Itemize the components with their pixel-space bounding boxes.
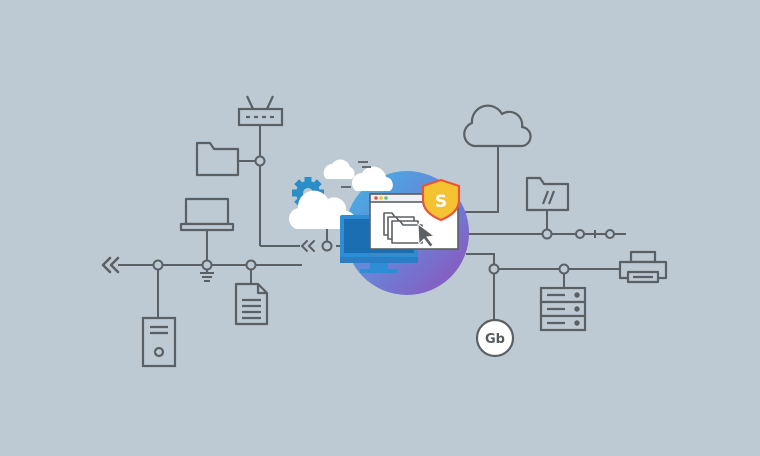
central-hub: S xyxy=(289,159,469,295)
junction-dots xyxy=(152,155,615,275)
folder-slash-icon xyxy=(525,176,570,212)
double-chevron-left-icon xyxy=(300,240,315,252)
junction-dot xyxy=(558,263,570,275)
printer-icon xyxy=(618,250,668,284)
cloud-icon xyxy=(352,166,393,191)
plus-icon xyxy=(591,230,599,238)
junction-dot xyxy=(254,155,266,167)
junction-dot xyxy=(245,259,257,271)
laptop-icon xyxy=(179,197,235,232)
gb-label: Gb xyxy=(485,332,505,347)
gb-badge-icon: Gb xyxy=(475,318,515,358)
wind-lines xyxy=(341,161,371,188)
shield-icon: S xyxy=(421,178,461,222)
folder-icon xyxy=(195,141,240,177)
shield-letter: S xyxy=(435,192,447,212)
cloud-icon xyxy=(323,159,355,179)
cloud-icon xyxy=(289,190,355,229)
junction-dot xyxy=(152,259,164,271)
junction-dot xyxy=(488,263,500,275)
desktop-tower-icon xyxy=(141,316,177,368)
double-chevron-left-icon xyxy=(101,256,120,274)
junction-dot xyxy=(605,229,615,239)
server-rack-icon xyxy=(539,286,587,332)
connection-lines xyxy=(118,125,626,320)
junction-dot xyxy=(575,229,585,239)
junction-dot xyxy=(321,240,333,252)
router-icon xyxy=(237,95,284,127)
folders-icon xyxy=(383,212,423,244)
cursor-icon xyxy=(417,222,436,248)
ground-icon xyxy=(200,259,214,282)
junction-dot xyxy=(541,228,553,240)
cloud-outline-icon xyxy=(463,104,532,148)
document-icon xyxy=(234,282,269,326)
